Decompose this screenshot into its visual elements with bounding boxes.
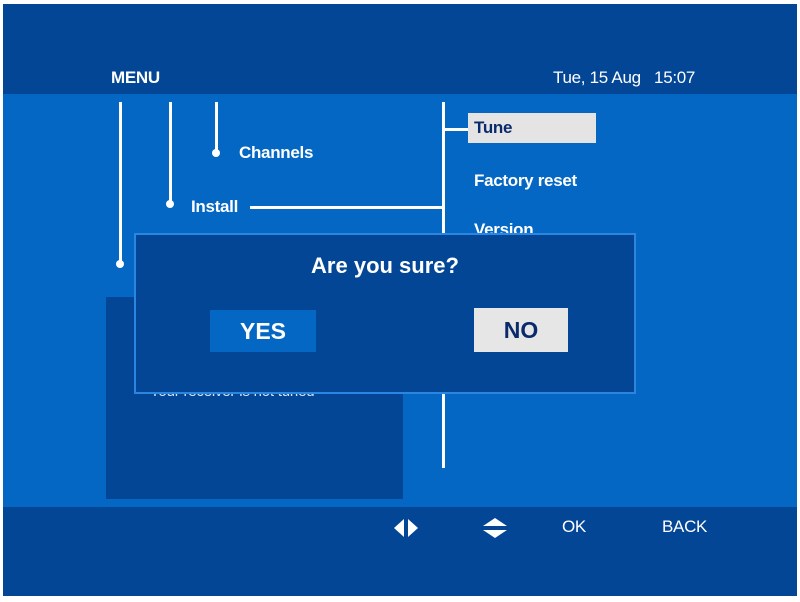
tree-node-level1	[116, 260, 124, 268]
tree-line-level2	[169, 102, 172, 202]
ok-hint: OK	[562, 517, 586, 536]
up-down-arrows-icon	[483, 518, 507, 538]
date-time: Tue, 15 Aug 15:07	[553, 68, 695, 88]
tree-node-channels	[212, 149, 220, 157]
footer-bar	[3, 507, 797, 596]
tv-menu-screen: MENU Tue, 15 Aug 15:07 Install Channels …	[3, 4, 797, 596]
date-text: Tue, 15 Aug	[553, 68, 641, 87]
yes-button[interactable]: YES	[210, 310, 316, 352]
left-right-arrows-icon	[394, 519, 418, 537]
tree-item-channels[interactable]: Channels	[239, 143, 314, 162]
install-connector-line	[250, 206, 443, 209]
tree-item-install[interactable]: Install	[191, 197, 239, 216]
time-text: 15:07	[654, 68, 696, 87]
tree-line-level3	[215, 102, 218, 151]
no-button[interactable]: NO	[474, 308, 568, 352]
back-hint: BACK	[662, 517, 708, 536]
tune-connector-line	[442, 128, 470, 131]
menu-title: MENU	[111, 68, 160, 87]
dialog-question: Are you sure?	[311, 253, 459, 278]
submenu-item-factory-reset[interactable]: Factory reset	[474, 171, 577, 190]
header-bar: MENU Tue, 15 Aug 15:07	[3, 4, 797, 94]
tree-node-install	[166, 200, 174, 208]
tree-line-level1	[119, 102, 122, 262]
confirm-dialog: Are you sure? YES NO	[134, 233, 636, 394]
submenu-item-tune[interactable]: Tune	[468, 113, 596, 143]
